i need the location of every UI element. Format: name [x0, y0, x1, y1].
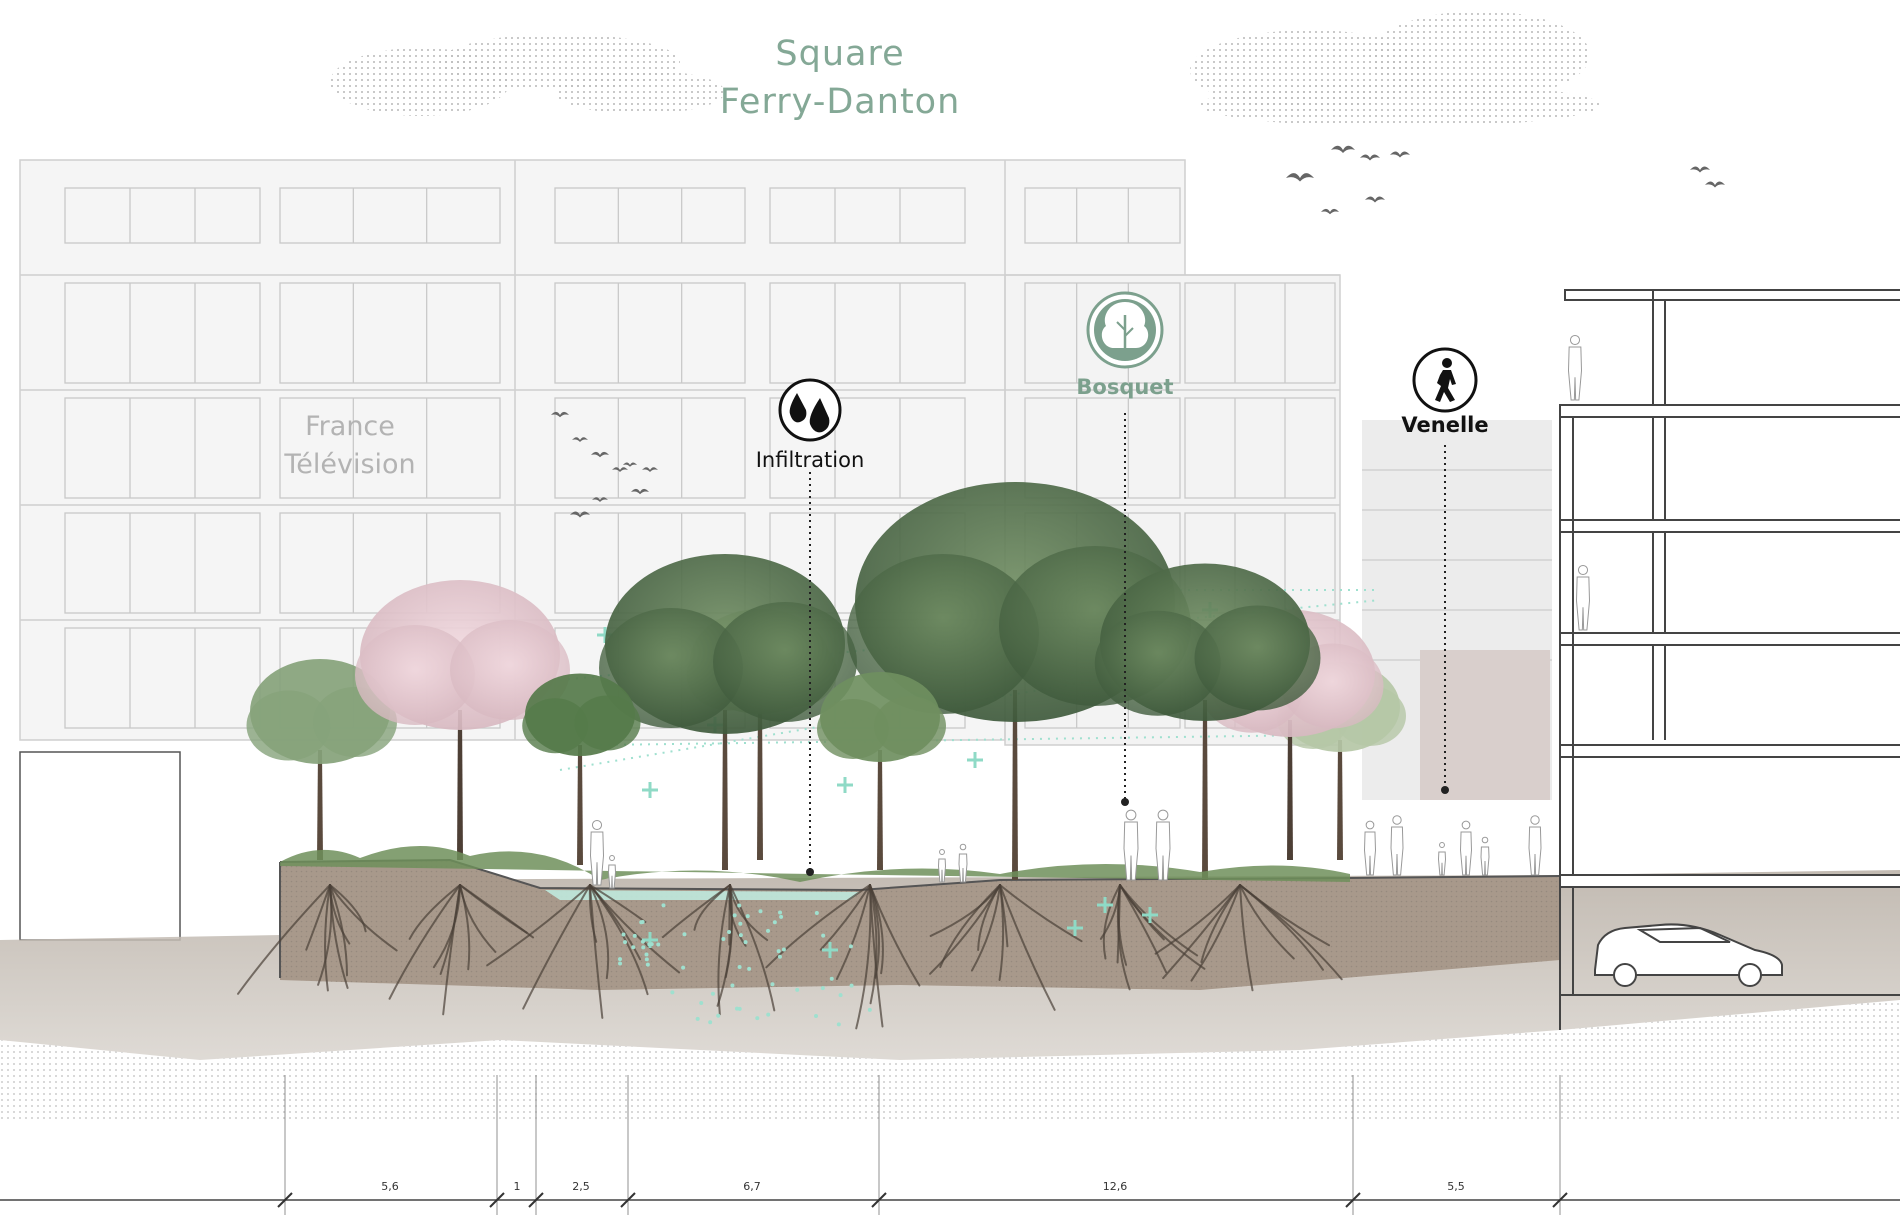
callout-infiltration-label: Infiltration — [755, 448, 865, 472]
people-silhouettes — [589, 334, 1591, 889]
right-background-buildings — [1362, 420, 1552, 800]
parked-car — [1594, 923, 1783, 987]
title-line-2: Ferry-Danton — [719, 82, 961, 122]
trees — [246, 482, 1406, 882]
building-label-line-2: Télévision — [284, 449, 416, 480]
page-title: Square Ferry-Danton — [700, 30, 980, 126]
dimension-label: 5,6 — [381, 1180, 399, 1193]
building-label: France Télévision — [250, 408, 450, 484]
callout-dots — [806, 786, 1449, 876]
tree-roots — [237, 884, 1343, 1030]
water-drops-icon — [778, 378, 842, 442]
callout-venelle-label: Venelle — [1401, 413, 1489, 437]
dimension-label: 1 — [513, 1180, 521, 1193]
dimension-label: 5,5 — [1447, 1180, 1465, 1193]
dimension-label: 2,5 — [572, 1180, 590, 1193]
cloud-left — [330, 34, 725, 116]
residential-building-section — [1559, 289, 1900, 1030]
birds — [551, 145, 1725, 518]
left-low-building — [19, 751, 181, 941]
dimension-line — [0, 1075, 1900, 1215]
cloud-right — [1190, 11, 1600, 127]
title-line-1: Square — [775, 34, 905, 74]
callout-leaders — [809, 413, 1446, 870]
building-label-line-1: France — [305, 411, 395, 442]
dimension-label: 6,7 — [743, 1180, 761, 1193]
tree-icon — [1086, 291, 1164, 369]
dimension-label: 12,6 — [1102, 1180, 1128, 1193]
pedestrian-icon — [1412, 347, 1478, 413]
callout-bosquet-label: Bosquet — [1076, 375, 1174, 399]
